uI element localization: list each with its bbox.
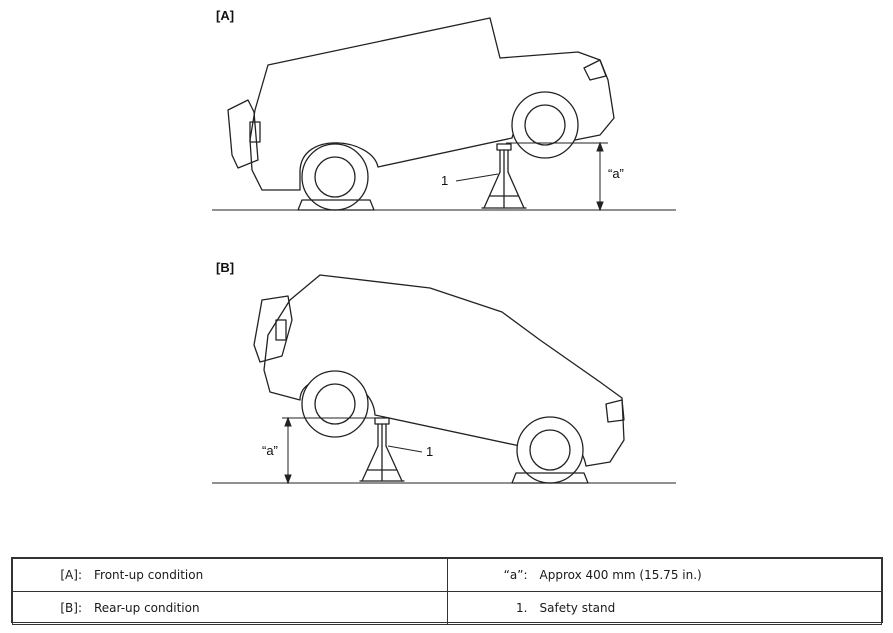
legend-desc: Safety stand bbox=[539, 601, 616, 615]
panel-b-label: [B] bbox=[216, 260, 234, 275]
legend-key: [B]: bbox=[60, 601, 82, 615]
rear-spare-b bbox=[253, 295, 293, 363]
callout-b: 1 bbox=[426, 444, 433, 459]
safety-stand-a bbox=[481, 143, 527, 209]
legend-desc: Approx 400 mm (15.75 in.) bbox=[539, 568, 702, 582]
legend-row: [A]: Front-up condition “a”: Approx 400 … bbox=[12, 558, 882, 592]
legend-cell-right: 1. Safety stand bbox=[446, 591, 882, 625]
legend-key: “a”: bbox=[503, 568, 528, 582]
head-light-b bbox=[605, 399, 625, 423]
legend-key: 1. bbox=[516, 601, 528, 615]
panel-a: [A] 1 “a” bbox=[212, 8, 676, 212]
tail-light-a bbox=[249, 121, 261, 143]
legend-cell-left: [B]: Rear-up condition bbox=[12, 591, 448, 625]
tail-light-b bbox=[275, 319, 287, 341]
rear-spare-a bbox=[227, 99, 259, 169]
legend-desc: Rear-up condition bbox=[94, 601, 200, 615]
vehicle-body-a bbox=[249, 17, 615, 191]
legend-cell-left: [A]: Front-up condition bbox=[12, 558, 448, 592]
legend-cell-right: “a”: Approx 400 mm (15.75 in.) bbox=[446, 558, 882, 592]
front-wheel-a bbox=[511, 91, 579, 159]
rear-wheel-b bbox=[301, 370, 369, 438]
panel-b: [B] 1 “a” bbox=[212, 260, 676, 485]
panel-a-label: [A] bbox=[216, 8, 234, 23]
legend-table: [A]: Front-up condition “a”: Approx 400 … bbox=[11, 557, 883, 625]
legend-row: [B]: Rear-up condition 1. Safety stand bbox=[12, 591, 882, 625]
height-marker-a: “a” bbox=[608, 166, 624, 181]
legend-desc: Front-up condition bbox=[94, 568, 204, 582]
head-light-a bbox=[583, 59, 607, 81]
wheel-chock-b bbox=[511, 472, 589, 484]
safety-stand-b bbox=[359, 417, 405, 482]
height-marker-b: “a” bbox=[262, 443, 278, 458]
lift-diagram: [A] 1 “a” bbox=[212, 8, 676, 485]
wheel-chock-a bbox=[297, 199, 375, 211]
diagram-canvas: [A] 1 “a” bbox=[212, 8, 676, 485]
callout-a: 1 bbox=[441, 173, 448, 188]
legend-key: [A]: bbox=[60, 568, 82, 582]
